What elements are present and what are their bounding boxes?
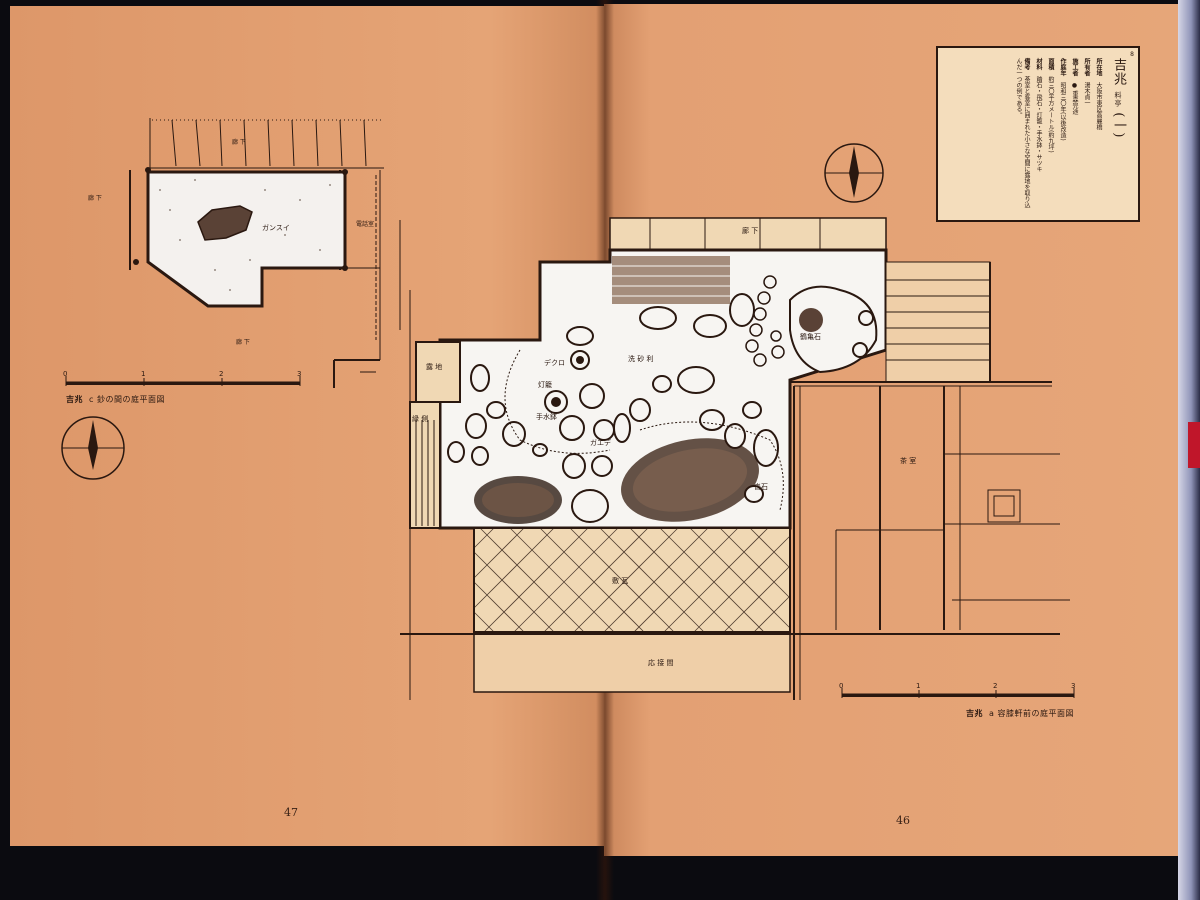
basin-lower-label: ガエデ (590, 439, 611, 447)
right-scale-0: 0 (839, 682, 844, 690)
info-title: 吉兆 料亭 (一) (1109, 58, 1128, 138)
corridor-top-label: 廊 下 (742, 227, 759, 235)
right-scale-3: 3 (1071, 682, 1076, 690)
info-row-key: 材料 (1035, 58, 1042, 70)
left-room-label: 縁 側 (412, 415, 429, 423)
main-garden-plan (399, 143, 1075, 700)
info-row-value: 約三〇平方メートル(約九坪) (1047, 76, 1054, 153)
right-scale-2: 2 (993, 682, 998, 690)
info-row-value: ● 重森完途 (1071, 82, 1078, 115)
left-page-number: 47 (284, 806, 298, 819)
info-row-value: 茶室と客室に囲まれた小さな空間に露地を取り込んだ一つの例である。 (1015, 58, 1030, 208)
left-caption: 吉兆 c 鈔の間の庭平面図 (66, 394, 165, 405)
reception-label: 応 接 間 (648, 659, 674, 667)
info-row: 備考 茶室と客室に囲まれた小さな空間に露地を取り込んだ一つの例である。 (1014, 58, 1030, 208)
kutsunugi-label: 沓石 (754, 483, 768, 491)
left-rock-label: ガンスイ (262, 223, 290, 232)
bookmark-tab (1188, 422, 1200, 468)
info-row-key: 作庭年 (1059, 58, 1066, 76)
info-row-value: 昭和三〇年(以後改造) (1059, 82, 1066, 141)
entrance-label: 露 地 (426, 363, 443, 371)
info-row-key: 面積 (1047, 58, 1054, 70)
left-corridor-top-label: 廊 下 (232, 138, 246, 146)
info-row-key: 施工者 (1071, 58, 1078, 76)
stone-label: デクロ (544, 359, 565, 367)
info-row-key: 所在地 (1095, 58, 1102, 76)
left-corridor-bottom-label: 廊 下 (236, 338, 250, 346)
info-row: 所在地 大阪市東区高麗橋 (1094, 58, 1102, 130)
left-caption-text: c 鈔の間の庭平面図 (89, 395, 165, 404)
info-row-key: 備考 (1023, 58, 1030, 70)
info-row-value: 大阪市東区高麗橋 (1095, 82, 1102, 130)
pond-label: 鶴亀石 (800, 333, 821, 341)
left-scale-3: 3 (297, 370, 302, 378)
info-row: 施工者 ● 重森完途 (1070, 58, 1078, 115)
left-scale-1: 1 (141, 370, 146, 378)
info-title-text: 吉兆 (1111, 58, 1126, 86)
lantern-label: 灯籠 (538, 381, 552, 389)
info-part: (一) (1111, 112, 1126, 139)
info-row-value: 踏石・飛石・灯籠・手水鉢・サツキ (1035, 76, 1042, 172)
cobble-label: 敷 瓦 (612, 577, 629, 585)
basin-upper-label: 手水鉢 (536, 413, 557, 421)
info-row: 材料 踏石・飛石・灯籠・手水鉢・サツキ (1034, 58, 1042, 172)
left-caption-prefix: 吉兆 (66, 395, 83, 404)
info-subtitle: 料亭 (1114, 91, 1122, 108)
right-scale-1: 1 (916, 682, 921, 690)
info-number: 8 (1130, 51, 1134, 58)
info-row: 作庭年 昭和三〇年(以後改造) (1058, 58, 1066, 141)
left-scale-2: 2 (219, 370, 224, 378)
right-caption-prefix: 吉兆 (966, 709, 983, 718)
sand-gravel-label: 洗 砂 利 (628, 355, 654, 363)
info-row: 面積 約三〇平方メートル(約九坪) (1046, 58, 1054, 153)
left-room-right-label: 電話室 (356, 220, 374, 228)
info-row-key: 所有者 (1083, 58, 1090, 76)
left-corridor-left-label: 廊 下 (88, 194, 102, 202)
info-row: 所有者 湯木貞一 (1082, 58, 1090, 106)
right-page-number: 46 (896, 814, 910, 827)
left-scale-0: 0 (63, 370, 68, 378)
tea-room-label: 茶 室 (900, 457, 917, 465)
right-caption: 吉兆 a 容膝軒前の庭平面図 (966, 708, 1074, 719)
garden-info-box: 8 吉兆 料亭 (一) 所在地 大阪市東区高麗橋 所有者 湯木貞一 施工者 ● … (936, 46, 1140, 222)
left-garden-plan: ガンスイ 廊 下 廊 下 電話室 廊 下 (61, 118, 384, 480)
right-caption-text: a 容膝軒前の庭平面図 (989, 709, 1074, 718)
info-row-value: 湯木貞一 (1083, 82, 1090, 106)
